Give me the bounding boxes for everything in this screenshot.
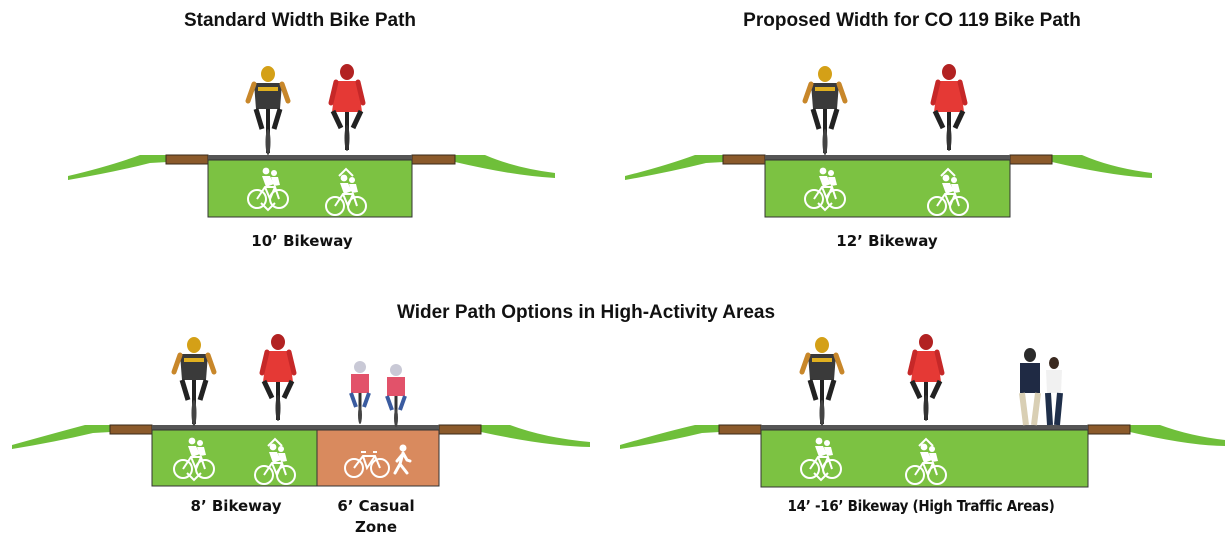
- shoulder-right: [411, 154, 456, 165]
- grass-right: [1052, 155, 1152, 178]
- label-casual-zone-line1: 6’ Casual: [337, 497, 415, 515]
- bikeway-block: [764, 159, 1011, 218]
- path-surface: [152, 425, 439, 430]
- label-8ft-bikeway: 8’ Bikeway: [190, 497, 282, 515]
- section-title-wider: Wider Path Options in High-Activity Area…: [396, 302, 776, 323]
- path-surface: [765, 155, 1010, 160]
- panel-proposed: [625, 64, 1152, 218]
- panel-high-traffic: [620, 334, 1225, 488]
- walking-couple-figure: [1020, 348, 1062, 425]
- label-10ft-bikeway: 10’ Bikeway: [251, 232, 353, 250]
- panel-title-standard: Standard Width Bike Path: [183, 10, 417, 31]
- cyclist-figure: [248, 66, 288, 155]
- shoulder-right: [1009, 154, 1053, 165]
- cyclist-figure: [331, 64, 363, 151]
- cyclist-figure: [805, 66, 845, 155]
- grass-right: [455, 155, 555, 178]
- shoulder-left: [718, 424, 762, 435]
- cyclist-figure: [174, 337, 214, 426]
- label-high-traffic-bikeway: 14’ -16’ Bikeway (High Traffic Areas): [787, 497, 1055, 515]
- label-casual-zone-line2: Zone: [354, 518, 398, 536]
- panel-bikeway-casual: [12, 334, 590, 487]
- shoulder-left: [109, 424, 153, 435]
- cyclist-figure: [802, 337, 842, 426]
- bikeway-block: [151, 429, 318, 487]
- cyclist-figure: [262, 334, 294, 421]
- path-surface: [761, 425, 1088, 430]
- label-casual-zone: 6’ Casual Zone: [337, 496, 414, 538]
- path-surface: [208, 155, 412, 160]
- grass-left: [68, 155, 168, 180]
- shoulder-right: [1087, 424, 1131, 435]
- grass-left: [625, 155, 724, 180]
- cyclist-figure: [933, 64, 965, 151]
- shoulder-left: [722, 154, 766, 165]
- label-12ft-bikeway: 12’ Bikeway: [836, 232, 938, 250]
- grass-left: [620, 425, 720, 449]
- grass-left: [12, 425, 111, 449]
- panel-title-proposed: Proposed Width for CO 119 Bike Path: [743, 10, 1081, 31]
- child-cyclist-figure: [385, 362, 407, 429]
- grass-right: [1130, 425, 1225, 446]
- grass-right: [481, 425, 590, 447]
- shoulder-left: [165, 154, 209, 165]
- bikeway-block: [207, 159, 413, 218]
- cyclist-figure: [910, 334, 942, 421]
- child-cyclist-figure: [349, 359, 371, 426]
- shoulder-right: [438, 424, 482, 435]
- panel-standard: [68, 64, 555, 218]
